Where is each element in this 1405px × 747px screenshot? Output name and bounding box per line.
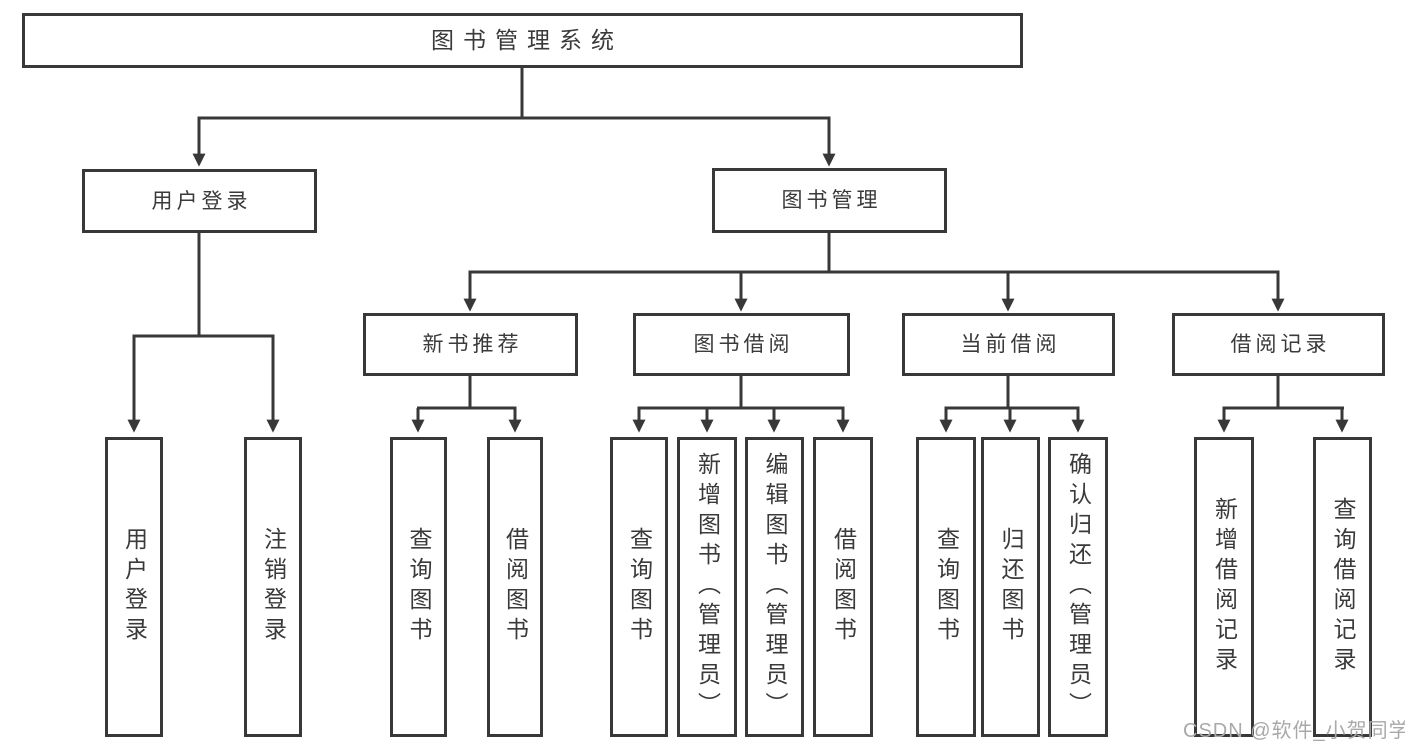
leaf-add-borrow-record: 新增借阅记录 xyxy=(1194,437,1254,737)
leaf-recommend-query-books: 查询图书 xyxy=(390,437,447,737)
node-new-book-recommend: 新书推荐 xyxy=(363,313,578,376)
leaf-query-borrow-record: 查询借阅记录 xyxy=(1313,437,1372,737)
leaf-logout: 注销登录 xyxy=(244,437,302,737)
node-book-management: 图书管理 xyxy=(712,168,947,233)
leaf-recommend-borrow-books: 借阅图书 xyxy=(487,437,543,737)
leaf-user-login: 用户登录 xyxy=(105,437,163,737)
node-book-borrow: 图书借阅 xyxy=(633,313,850,376)
node-user-login: 用户登录 xyxy=(82,169,317,233)
node-borrow-records: 借阅记录 xyxy=(1172,313,1385,376)
leaf-borrow-books: 借阅图书 xyxy=(813,437,873,737)
leaf-edit-books-admin: 编辑图书（管理员） xyxy=(745,437,804,737)
leaf-borrow-query-books: 查询图书 xyxy=(610,437,668,737)
leaf-add-books-admin: 新增图书（管理员） xyxy=(677,437,737,737)
node-current-borrow: 当前借阅 xyxy=(902,313,1115,376)
csdn-watermark: CSDN @软件_小贺同学 xyxy=(1183,720,1405,742)
leaf-current-query-books: 查询图书 xyxy=(916,437,976,737)
leaf-confirm-return-admin: 确认归还（管理员） xyxy=(1048,437,1108,737)
node-library-management-system: 图书管理系统 xyxy=(22,13,1023,68)
leaf-return-books: 归还图书 xyxy=(981,437,1040,737)
